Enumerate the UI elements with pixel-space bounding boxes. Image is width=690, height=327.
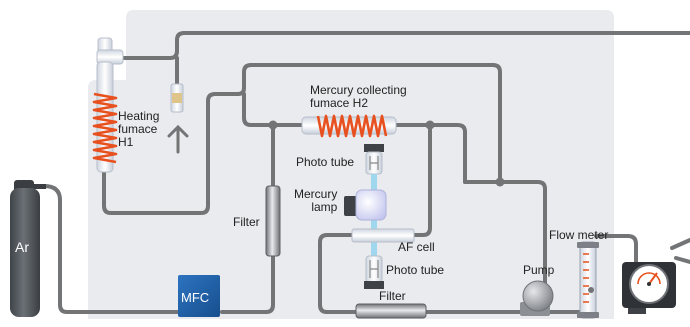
pipe-to-h2 — [242, 92, 308, 127]
mfc-label: MFC — [181, 290, 210, 305]
pipe-exhaust — [120, 31, 690, 60]
background-panel — [88, 10, 614, 319]
photo-tube-top-label: Photo tube — [296, 155, 355, 169]
pipe-bottom-loop — [318, 233, 592, 314]
flow-arrow-icon — [167, 124, 189, 154]
pipe-h2-out — [395, 123, 467, 184]
mercury-collecting-furnace-label: Mercury collecting fumace H2 — [310, 83, 407, 110]
argon-cylinder — [10, 180, 46, 317]
af-cell-label: AF cell — [398, 240, 435, 254]
filter-bottom — [355, 303, 427, 319]
mercury-lamp-label: Mercury lamp — [294, 187, 338, 214]
pressure-gauge — [622, 262, 676, 314]
pump-label: Pump — [523, 263, 555, 277]
mercury-collecting-furnace-h2 — [301, 114, 397, 138]
sample-trap — [170, 83, 184, 113]
pipe-upper-loop — [236, 63, 502, 184]
pipe-network — [42, 31, 690, 314]
mercury-lamp — [344, 189, 387, 221]
pipe-right-join — [463, 180, 547, 306]
pipe-gauge-out — [670, 238, 690, 250]
photo-tube-top — [364, 144, 384, 175]
filter-vertical — [265, 185, 281, 257]
filter-bottom-label: Filter — [379, 289, 406, 303]
heating-furnace-label: Heating fumace H1 — [118, 109, 160, 149]
pipe-filter-vertical — [220, 123, 275, 314]
mfc-unit — [178, 275, 220, 317]
argon-label: Ar — [15, 239, 29, 255]
junction-dot — [268, 120, 278, 130]
flow-meter — [577, 241, 599, 319]
pipe-ar-line — [42, 184, 180, 314]
photo-tube-bottom-label: Photo tube — [386, 263, 445, 277]
photo-tube-bottom — [364, 255, 384, 289]
flow-meter-label: Flow meter — [549, 228, 609, 242]
pipe-af-down — [411, 123, 432, 237]
heating-furnace-h1 — [92, 37, 124, 173]
pipe-gauge-out-2 — [674, 256, 690, 264]
junction-dot — [425, 120, 435, 130]
pipe-furnace-bottom — [102, 92, 240, 215]
af-cell — [351, 228, 415, 243]
heating-coil — [92, 92, 118, 164]
junction-dot — [495, 177, 505, 187]
filter-vertical-label: Filter — [233, 215, 260, 229]
pipe-to-gauge — [594, 234, 638, 264]
pump — [520, 280, 554, 316]
h2-coil — [316, 114, 388, 138]
